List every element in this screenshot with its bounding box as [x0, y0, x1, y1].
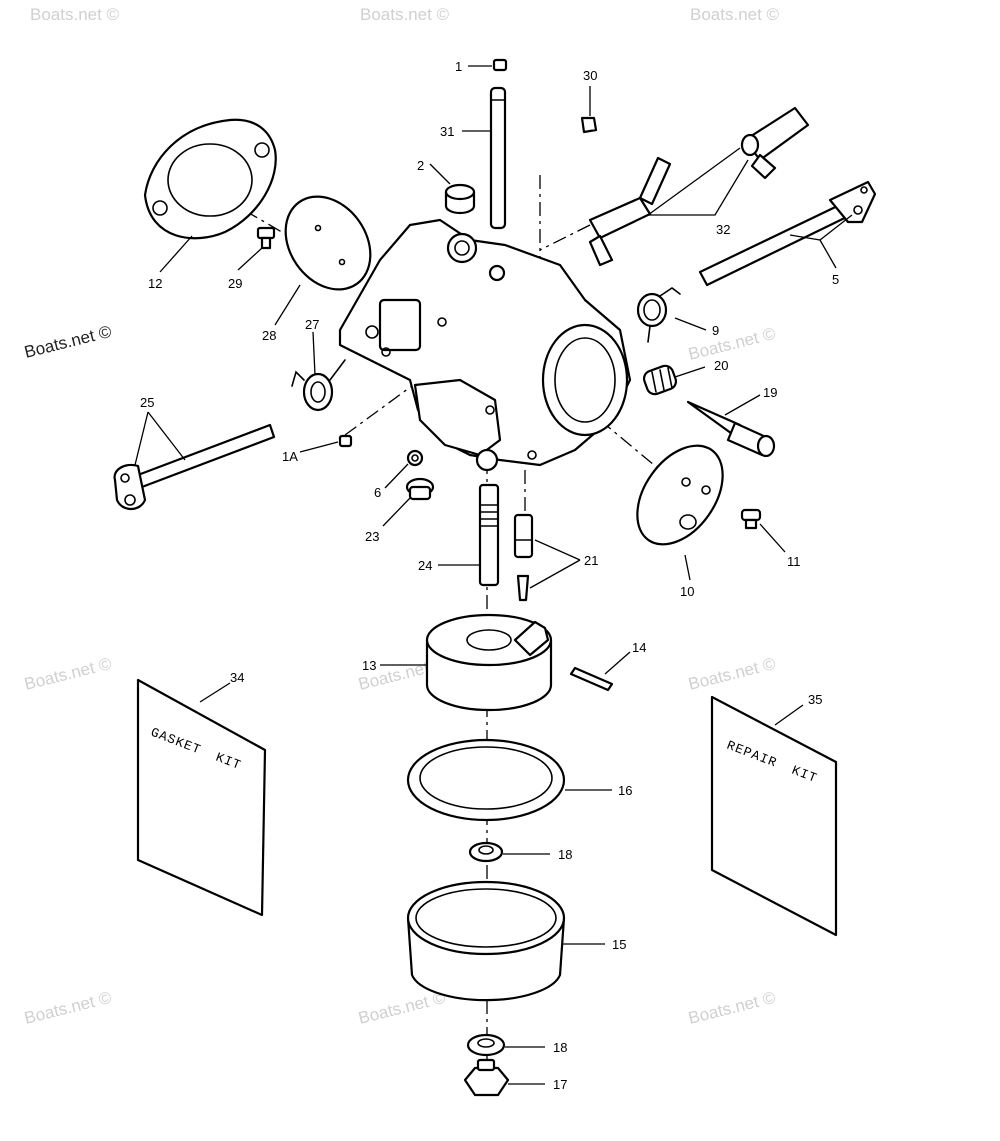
part-19-needle-screw: [686, 400, 776, 458]
callout-31: 31: [440, 124, 454, 139]
callout-30: 30: [583, 68, 597, 83]
watermark-text: Boats.net ©: [360, 5, 450, 24]
callout-32: 32: [716, 222, 730, 237]
part-28-throttle-plate: [284, 195, 372, 291]
callout-17: 17: [553, 1077, 567, 1092]
part-10-plate: [636, 444, 724, 546]
callout-13: 13: [362, 658, 376, 673]
watermark-text: Boats.net ©: [22, 654, 113, 694]
callout-15: 15: [612, 937, 626, 952]
callout-6: 6: [374, 485, 381, 500]
part-12-gasket: [143, 118, 277, 240]
leader-lines: [134, 65, 853, 1085]
part-1a-nut: [338, 434, 353, 448]
part-20-spring: [642, 364, 678, 396]
watermark-text: Boats.net ©: [30, 5, 120, 24]
callout-10: 10: [680, 584, 694, 599]
watermark-text: Boats.net ©: [686, 324, 777, 364]
callout-16: 16: [618, 783, 632, 798]
callout-2: 2: [417, 158, 424, 173]
watermark-text: Boats.net ©: [690, 5, 780, 24]
watermark-text: Boats.net ©: [22, 322, 113, 362]
watermark-text: Boats.net ©: [686, 654, 777, 694]
part-35-repair-kit: REPAIR KIT: [710, 695, 838, 937]
callout-18-lower: 18: [553, 1040, 567, 1055]
callout-5: 5: [832, 272, 839, 287]
callout-21: 21: [584, 553, 598, 568]
part-17-nut: [463, 1058, 510, 1097]
watermark-text: Boats.net ©: [356, 988, 447, 1028]
callout-18-upper: 18: [558, 847, 572, 862]
part-23-screw: [405, 477, 435, 501]
carburetor-body: [338, 218, 632, 472]
part-27-spring: [291, 359, 346, 412]
part-32-fuel-fittings: [588, 106, 810, 267]
callout-27: 27: [305, 317, 319, 332]
callout-20: 20: [714, 358, 728, 373]
callout-14: 14: [632, 640, 646, 655]
callout-23: 23: [365, 529, 379, 544]
callout-29: 29: [228, 276, 242, 291]
callout-35: 35: [808, 692, 822, 707]
part-15-float-bowl: [406, 880, 566, 1002]
part-14-pin: [569, 666, 614, 692]
callout-9: 9: [712, 323, 719, 338]
callout-34: 34: [230, 670, 244, 685]
watermark-text: Boats.net ©: [686, 988, 777, 1028]
part-13-float: [425, 613, 553, 712]
part-11-screw: [740, 508, 762, 530]
part-25-shaft: [113, 423, 276, 511]
callout-labels: 1 1A 2 5 6 9 10 11 12 13 14 15 16 17 18 …: [140, 59, 839, 1092]
part-9-spring: [636, 287, 681, 343]
callout-1: 1: [455, 59, 462, 74]
part-30-plug: [580, 116, 598, 134]
callout-11: 11: [787, 554, 801, 569]
part-31-rod: [489, 86, 507, 230]
callout-25: 25: [140, 395, 154, 410]
part-18-washer-upper: [468, 841, 504, 863]
watermark-text: Boats.net ©: [22, 988, 113, 1028]
part-24-main-jet: [478, 483, 500, 587]
part-2-cup: [444, 183, 476, 215]
callout-19: 19: [763, 385, 777, 400]
part-5-shaft: [698, 180, 877, 287]
part-6-ring: [406, 449, 424, 467]
callout-24: 24: [418, 558, 432, 573]
part-21-needle-seat: [513, 513, 534, 602]
part-34-gasket-kit: GASKET KIT: [136, 678, 267, 917]
part-16-gasket-ring: [406, 738, 566, 822]
part-29-screw: [256, 226, 276, 250]
callout-12: 12: [148, 276, 162, 291]
part-1-cap: [492, 58, 508, 72]
callout-1a: 1A: [282, 449, 298, 464]
callout-28: 28: [262, 328, 276, 343]
part-18-washer-lower: [466, 1033, 506, 1057]
